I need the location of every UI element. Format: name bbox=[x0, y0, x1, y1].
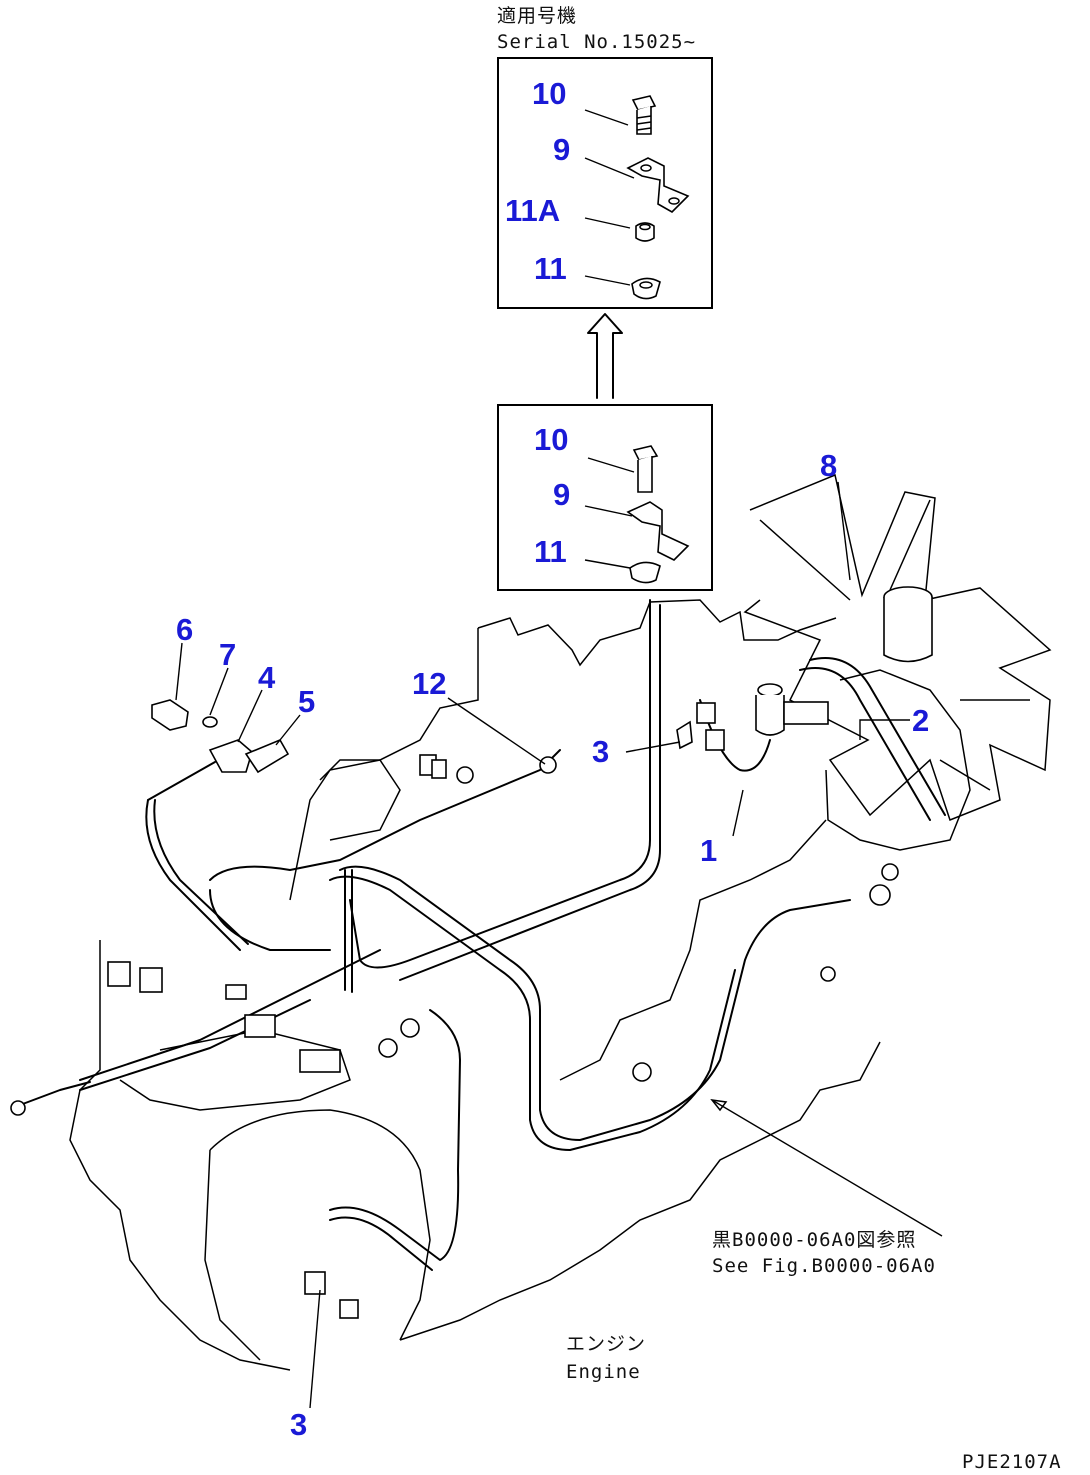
drawing-code: PJE2107A bbox=[962, 1451, 1062, 1473]
connectors bbox=[10, 702, 899, 1319]
detail-new-label-11a: 11A bbox=[505, 193, 560, 228]
see-fig-note-jp: 黒B0000-06A0図参照 bbox=[712, 1229, 916, 1251]
clamp-3-upper-part bbox=[676, 720, 693, 750]
bolt-10-old-part bbox=[632, 445, 659, 493]
detail-old-label-11: 11 bbox=[534, 534, 567, 569]
engine-label-en: Engine bbox=[566, 1361, 641, 1383]
callout-6: 6 bbox=[176, 612, 193, 647]
callout-leaders bbox=[175, 481, 943, 1409]
detail-new-label-11: 11 bbox=[534, 251, 567, 286]
bracket-5-part bbox=[244, 738, 290, 774]
detail-old-label-10: 10 bbox=[534, 422, 568, 457]
bolt-6-part bbox=[151, 699, 189, 731]
callout-4: 4 bbox=[258, 660, 276, 695]
serial-note-en: Serial No.15025~ bbox=[497, 31, 696, 53]
callout-5: 5 bbox=[298, 684, 315, 719]
bolt-10-part bbox=[631, 95, 657, 135]
clip-nut-11-part bbox=[631, 277, 661, 300]
serial-note-jp: 適用号機 bbox=[497, 5, 577, 27]
callout-7: 7 bbox=[219, 637, 236, 672]
wiring-harness bbox=[19, 599, 946, 1271]
bracket-9-old-part bbox=[626, 501, 690, 561]
upgrade-arrow bbox=[587, 313, 623, 399]
callout-3-upper: 3 bbox=[592, 734, 609, 769]
fan-hub bbox=[883, 586, 933, 663]
see-fig-note-en: See Fig.B0000-06A0 bbox=[712, 1255, 936, 1277]
detail-old-label-9: 9 bbox=[553, 477, 570, 512]
clip-nut-11-old-part bbox=[629, 561, 661, 584]
callout-2: 2 bbox=[912, 703, 929, 738]
washer-7-part bbox=[202, 716, 218, 728]
clamp-4-part bbox=[208, 739, 253, 773]
cooling-fan bbox=[743, 473, 1052, 821]
pressure-switch-2 bbox=[755, 683, 829, 736]
nut-11a-part bbox=[635, 222, 655, 242]
bracket-9-part bbox=[626, 157, 690, 213]
detail-new-label-9: 9 bbox=[553, 132, 570, 167]
detail-box-old-serial: 10 9 11 bbox=[497, 404, 713, 591]
callout-3-lower: 3 bbox=[290, 1407, 307, 1442]
callout-12: 12 bbox=[412, 666, 446, 701]
callout-8: 8 bbox=[820, 448, 837, 483]
callout-1: 1 bbox=[700, 833, 717, 868]
detail-box-new-serial: 10 9 11A 11 bbox=[497, 57, 713, 309]
detail-new-label-10: 10 bbox=[532, 76, 566, 111]
engine-label-jp: エンジン bbox=[566, 1333, 646, 1355]
engine-outline bbox=[69, 599, 971, 1371]
